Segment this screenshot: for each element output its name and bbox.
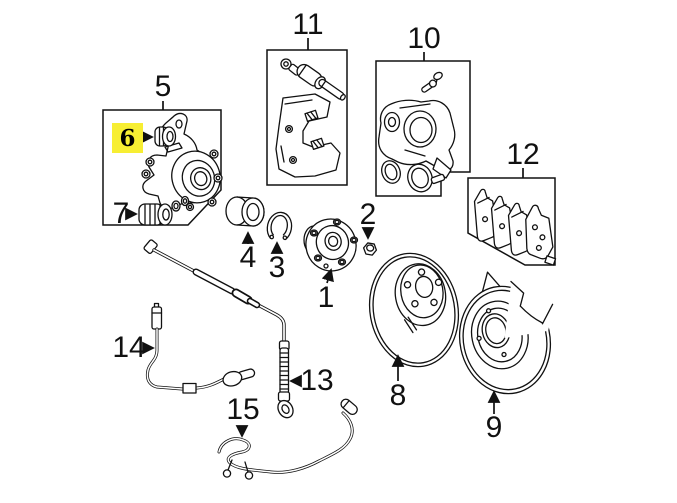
snap-ring-drawing [266, 211, 293, 241]
wheel-hub-drawing [303, 218, 359, 272]
callout-7[interactable]: 7 [112, 197, 130, 230]
caliper-bracket-drawing [275, 58, 346, 178]
brake-rotor-drawing [368, 252, 460, 368]
knuckle-drawing [141, 112, 223, 212]
callout-13[interactable]: 13 [300, 364, 334, 397]
callout-arrows [125, 130, 501, 438]
callout-15[interactable]: 15 [226, 393, 260, 426]
callout-14[interactable]: 14 [112, 331, 146, 364]
callout-5[interactable]: 5 [154, 70, 172, 103]
callout-2[interactable]: 2 [359, 198, 377, 231]
callout-6-highlight[interactable]: 6 [112, 123, 143, 153]
brake-hose-drawing [143, 239, 294, 419]
callout-9[interactable]: 9 [485, 411, 503, 444]
wire-harness-drawing [217, 398, 358, 480]
leader-lines [162, 38, 524, 178]
abs-sensor-wire-drawing [145, 302, 256, 394]
bushing-6-drawing [154, 126, 177, 147]
caliper-drawing [377, 71, 456, 193]
callout-10[interactable]: 10 [407, 22, 441, 55]
callout-4[interactable]: 4 [239, 241, 257, 274]
splash-shield-drawing [458, 271, 555, 395]
wheel-bearing-drawing [225, 196, 265, 227]
callout-1[interactable]: 1 [317, 281, 335, 314]
callout-6[interactable]: 6 [119, 124, 136, 152]
callout-8[interactable]: 8 [389, 379, 407, 412]
callout-12[interactable]: 12 [506, 138, 540, 171]
bushing-7-drawing [138, 203, 173, 226]
callout-11[interactable]: 11 [292, 8, 324, 41]
hub-nut-drawing [362, 242, 378, 256]
brake-pads-drawing [470, 187, 557, 266]
callout-3[interactable]: 3 [268, 251, 286, 284]
